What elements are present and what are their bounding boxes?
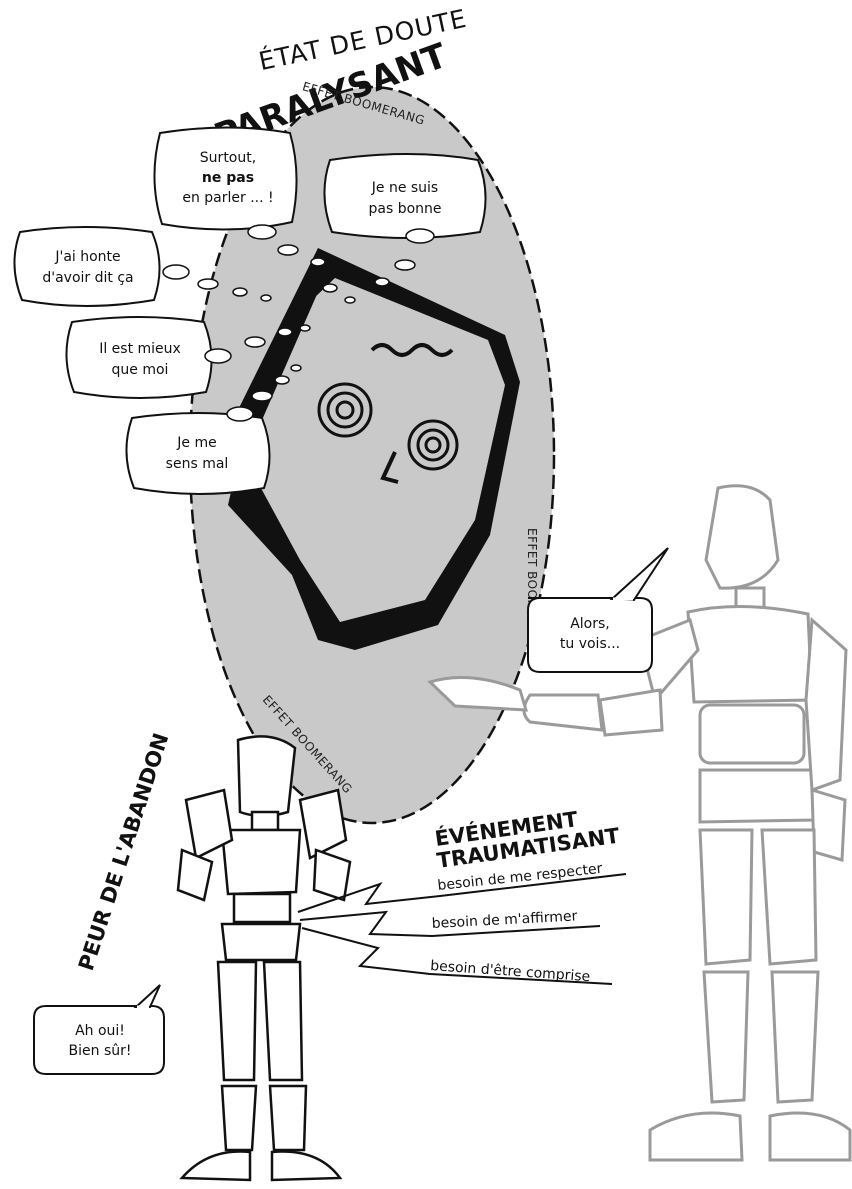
thought-dont-talk-line2: ne pas — [202, 170, 254, 186]
thought-dont-talk-line1: Surtout, — [200, 150, 256, 166]
thought-dont-talk-line3: en parler ... ! — [182, 190, 273, 206]
thought-bubble-ashamed: J'ai honte d'avoir dit ça — [14, 227, 159, 306]
thought-feel-bad-line2: sens mal — [166, 456, 229, 472]
thought-ashamed-line1: J'ai honte — [54, 249, 120, 265]
thought-bubble-dont-talk: Surtout, ne pas en parler ... ! — [154, 128, 296, 230]
speech-right-line1: Alors, — [570, 616, 610, 632]
fear-of-abandonment-label: PEUR DE L'ABANDON — [74, 730, 174, 973]
thought-bubble-better-than-me: Il est mieux que moi — [66, 317, 211, 398]
thought-better-line2: que moi — [112, 362, 169, 378]
speech-left-line1: Ah oui! — [75, 1023, 125, 1039]
thought-ashamed-line2: d'avoir dit ça — [42, 270, 133, 286]
speech-bubble-right: Alors, tu vois... — [528, 548, 668, 672]
thought-not-good-line2: pas bonne — [368, 201, 441, 217]
thought-not-good-line1: Je ne suis — [371, 180, 438, 196]
thought-bubble-not-good: Je ne suis pas bonne — [324, 154, 485, 238]
listening-figure — [178, 736, 350, 1180]
speech-left-line2: Bien sûr! — [69, 1043, 132, 1059]
speech-bubble-left: Ah oui! Bien sûr! — [34, 985, 164, 1074]
thought-feel-bad-line1: Je me — [176, 435, 216, 451]
thought-better-line1: Il est mieux — [99, 341, 181, 357]
thought-bubble-feel-bad: Je me sens mal — [126, 413, 269, 494]
speech-right-line2: tu vois... — [560, 636, 620, 652]
need-be-understood: besoin d'être comprise — [430, 958, 591, 985]
